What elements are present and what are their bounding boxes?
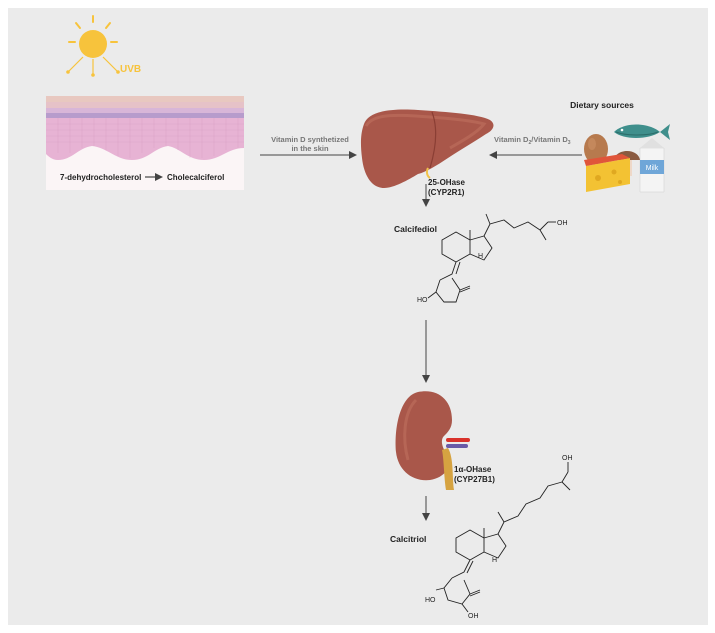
calcitriol-ho-ring: HO [425,597,436,604]
sun-icon [66,15,120,77]
calcifediol-structure [427,213,556,303]
calcifediol-label: Calcifediol [394,224,437,234]
kidney-enzyme-line2: (CYP27B1) [454,475,495,484]
calcifediol-h-atom: H [478,253,483,260]
calcitriol-oh-tail: OH [562,455,573,462]
calcifediol-ho-ring: HO [417,297,428,304]
uvb-label: UVB [120,64,141,75]
calcifediol-oh-tail: OH [557,220,568,227]
liver-enzyme-line1: 25-OHase [428,178,465,187]
diagram-canvas: UVB 7-dehydrocholesterol Cholecalciferol… [8,8,708,625]
diagram-svg: UVB 7-dehydrocholesterol Cholecalciferol… [46,15,670,620]
skin-product-label: Cholecalciferol [167,173,224,182]
skin-arrow-label-line2: in the skin [291,144,329,153]
skin-reactant-label: 7-dehydrocholesterol [60,173,141,182]
calcitriol-h-atom: H [492,557,497,564]
calcitriol-oh-ring: OH [468,613,479,620]
liver-icon [360,109,494,188]
skin-cross-section [46,96,244,190]
liver-enzyme-line2: (CYP2R1) [428,188,465,197]
calcitriol-label: Calcitriol [390,534,426,544]
milk-label: Milk [646,165,659,172]
diet-arrow-label: Vitamin D2/Vitamin D3 [494,135,571,146]
calcitriol-structure [435,462,571,613]
kidney-enzyme-line1: 1α-OHase [454,465,492,474]
kidney-icon [395,391,470,490]
skin-arrow-label-line1: Vitamin D synthetized [271,135,349,144]
dietary-sources-title: Dietary sources [570,100,634,110]
dietary-food-icon: Milk [584,124,670,193]
